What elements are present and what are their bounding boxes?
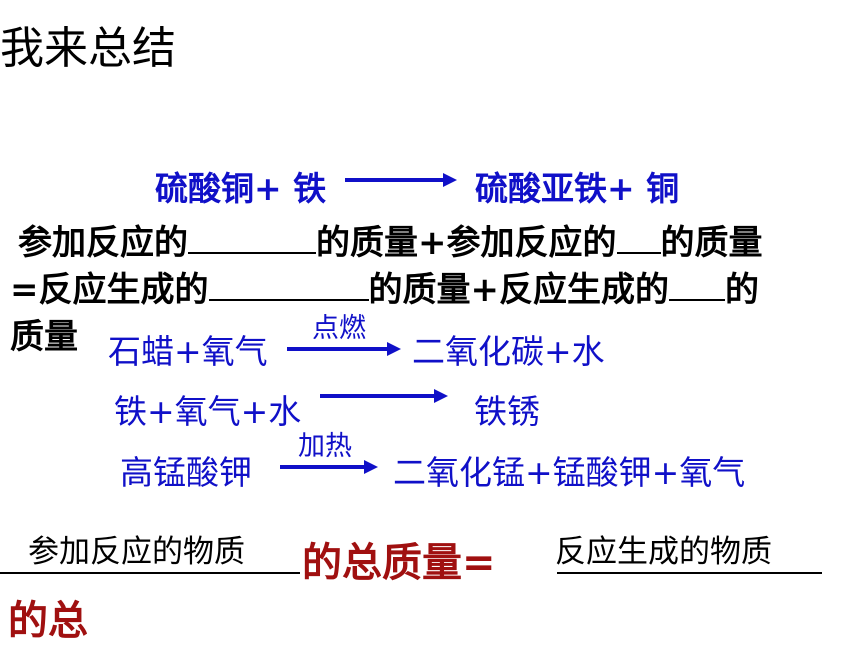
summary-line-3: 质量 [10,317,78,357]
reaction-3-products: 铁锈 [474,392,540,431]
law-tail: 的总 [8,598,88,644]
reaction-3-arrow [320,389,448,403]
reaction-2-condition: 点燃 [312,313,366,344]
blank-1 [188,222,316,254]
summary-line-2: =反应生成的 的质量+反应生成的 的 [10,262,759,311]
reaction-2-reactants: 石蜡+氧气 [108,332,268,371]
law-middle: 的总质量= [302,540,496,586]
reaction-1-arrow [345,173,457,187]
law-left-answer: 参加反应的物质 [28,534,245,570]
reaction-4-reactants: 高锰酸钾 [120,453,252,492]
summary-line-1-c: 的质量 [660,223,763,263]
summary-line-2-b: 的质量+反应生成的 [368,270,670,310]
reaction-3-reactants: 铁+氧气+水 [114,392,302,431]
blank-3 [208,269,369,301]
reaction-1-reactants: 硫酸铜+ 铁 [155,169,327,208]
reaction-4-condition: 加热 [298,431,352,462]
reaction-4-products: 二氧化锰+锰酸钾+氧气 [393,453,746,492]
law-left-underline [0,572,300,574]
slide-title: 我来总结 [0,23,176,74]
blank-4 [669,269,725,301]
reaction-4-arrow [280,460,378,474]
summary-line-2-c: 的 [725,270,759,310]
summary-line-2-a: =反应生成的 [10,270,209,310]
law-right-underline [557,572,822,574]
summary-line-1-b: 的质量+参加反应的 [316,223,617,263]
reaction-1-products: 硫酸亚铁+ 铜 [475,169,680,208]
law-right-answer: 反应生成的物质 [555,534,772,570]
reaction-2-arrow [287,342,401,356]
blank-2 [616,222,661,254]
summary-line-1-a: 参加反应的 [18,223,188,263]
summary-line-1: 参加反应的 的质量+参加反应的 的质量 [18,215,763,264]
reaction-2-products: 二氧化碳+水 [412,332,605,371]
